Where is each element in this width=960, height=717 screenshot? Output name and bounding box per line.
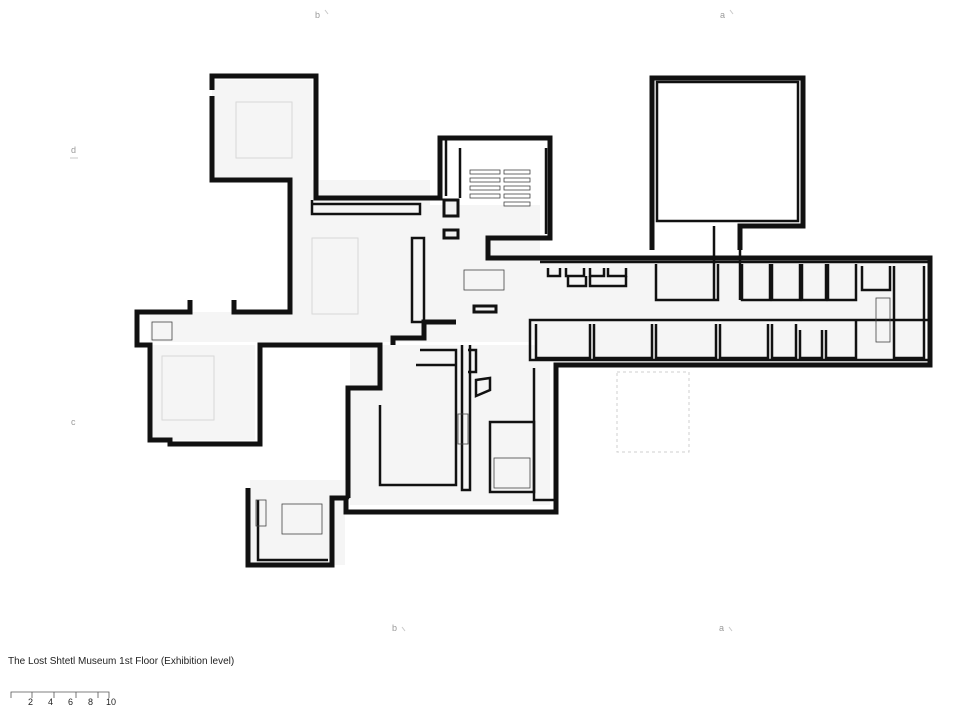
section-mark-b-bottom: b xyxy=(392,623,397,633)
north-gallery-inner xyxy=(655,80,800,223)
scale-tick-8: 8 xyxy=(88,697,94,707)
scale-tick-4: 4 xyxy=(48,697,54,707)
north-gallery-wall xyxy=(649,75,806,250)
scale-bar-line xyxy=(10,691,110,698)
section-marks: b a d c b a xyxy=(70,9,734,633)
partitions xyxy=(256,140,932,562)
west-wall xyxy=(209,96,293,315)
section-mark-a-bottom: a xyxy=(719,623,724,633)
scale-tick-6: 6 xyxy=(68,697,74,707)
faint-lines xyxy=(161,101,690,453)
northwest-wing-wall xyxy=(209,73,933,568)
scale-bar: 2 4 6 8 10 xyxy=(10,686,120,712)
plan-caption: The Lost Shtetl Museum 1st Floor (Exhibi… xyxy=(8,656,235,667)
west-entry-wall xyxy=(134,300,383,498)
scale-tick-2: 2 xyxy=(28,697,34,707)
section-mark-a-top: a xyxy=(720,10,725,20)
section-mark-d: d xyxy=(71,145,76,155)
section-mark-b-top: b xyxy=(315,10,320,20)
floor-area xyxy=(150,80,925,565)
section-mark-c: c xyxy=(71,417,76,427)
inner-court-wall xyxy=(390,319,456,345)
scale-tick-10: 10 xyxy=(106,697,117,707)
stairs xyxy=(151,169,891,535)
